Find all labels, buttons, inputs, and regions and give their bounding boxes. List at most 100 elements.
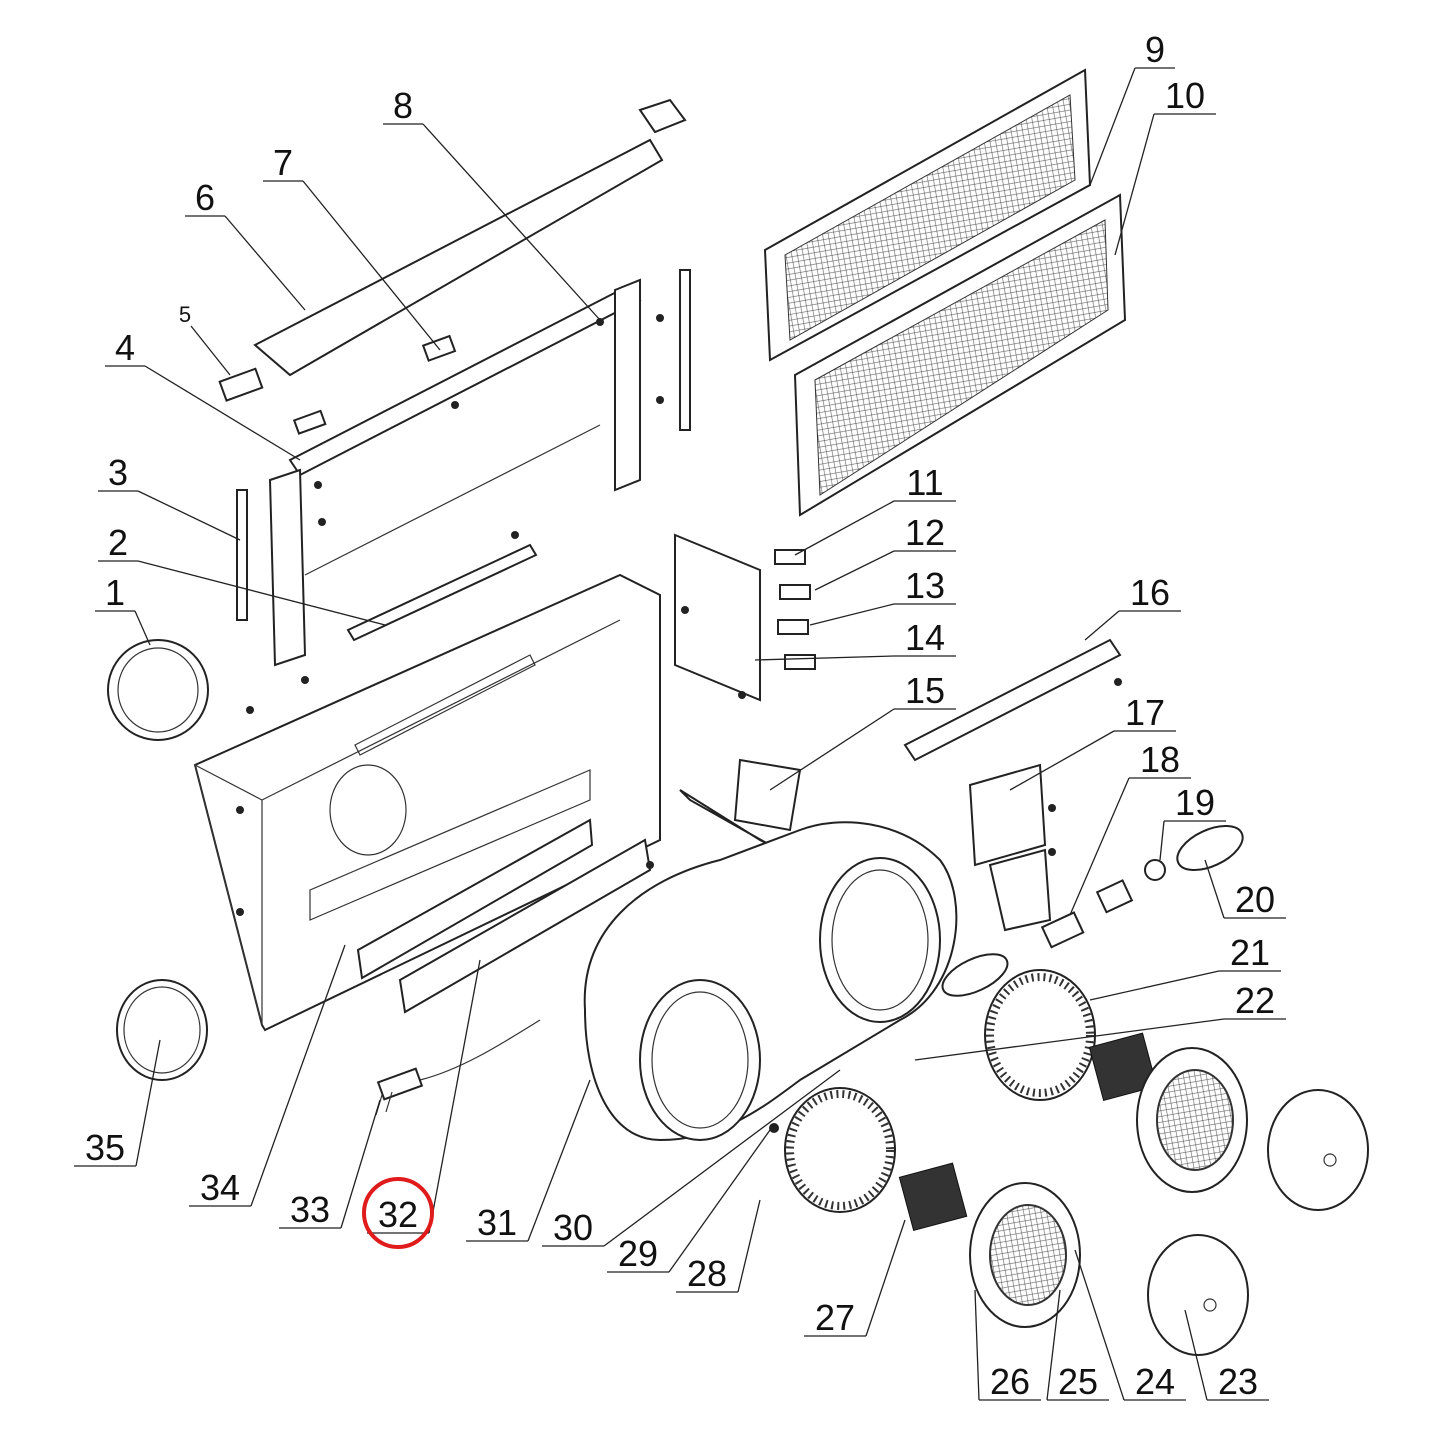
leader-line-20 [1204, 859, 1225, 919]
part-label-30: 30 [553, 1207, 593, 1248]
duct-ring-1 [107, 639, 209, 741]
part-label-16: 16 [1130, 572, 1170, 613]
strip-2-part [346, 543, 538, 642]
housing-box-part [193, 573, 661, 1032]
inlet-ring-26 [969, 1182, 1081, 1328]
part-label-15: 15 [905, 670, 945, 711]
part-label-27: 27 [815, 1297, 855, 1338]
leader-line-7 [302, 180, 441, 351]
leader-line-8 [422, 123, 601, 321]
bracket-18-part [988, 848, 1052, 932]
part-label-2: 2 [108, 522, 128, 563]
leader-line-30 [603, 1069, 841, 1247]
leader-line-29 [668, 1129, 771, 1273]
part-label-12: 12 [905, 512, 945, 553]
fan-wheel-21 [984, 969, 1096, 1101]
part-label-22: 22 [1235, 980, 1275, 1021]
part-label-5: 5 [179, 302, 191, 327]
part-label-21: 21 [1230, 932, 1270, 973]
part-label-28: 28 [687, 1253, 727, 1294]
part-label-10: 10 [1165, 75, 1205, 116]
screw-set [236, 314, 1122, 1133]
motor-22 [1088, 1032, 1158, 1102]
part-label-13: 13 [905, 565, 945, 606]
leader-line-19 [1159, 820, 1165, 861]
leader-line-10 [1114, 113, 1155, 256]
part-label-14: 14 [905, 617, 945, 658]
lamp-holder-16-part [903, 638, 1122, 762]
part-label-4: 4 [115, 327, 135, 368]
part-label-11: 11 [906, 462, 943, 503]
top-rail-part [253, 138, 664, 377]
part-labels: 1234567891011121314151617181920212223242… [85, 29, 1275, 1402]
leader-line-12 [814, 550, 895, 591]
leader-line-6 [224, 215, 306, 311]
leader-line-27 [865, 1219, 906, 1337]
leader-line-25 [1046, 1289, 1061, 1401]
bulb [941, 953, 1009, 997]
leader-line-2 [137, 560, 386, 626]
leader-line-11 [794, 500, 895, 556]
leader-line-21 [1089, 970, 1220, 1001]
part-drawings [107, 68, 1369, 1356]
switches [774, 549, 816, 670]
cover-23 [1147, 1089, 1369, 1356]
leader-line-26 [974, 1289, 980, 1401]
plate-34-part [356, 818, 594, 980]
part-label-26: 26 [990, 1361, 1030, 1402]
leader-line-1 [134, 610, 151, 646]
part-label-9: 9 [1145, 29, 1165, 70]
leader-line-5 [190, 325, 231, 376]
leader-lines [74, 67, 1286, 1401]
cover-15-part [733, 758, 802, 832]
side-bracket-right-part [614, 278, 641, 492]
leader-line-15 [769, 708, 895, 791]
highlight-circle [362, 1177, 434, 1249]
part-label-3: 3 [108, 452, 128, 493]
control-board-part [674, 533, 761, 702]
part-label-31: 31 [477, 1202, 517, 1243]
leader-line-13 [809, 603, 895, 626]
part-label-23: 23 [1218, 1361, 1258, 1402]
bracket-5-part [218, 367, 264, 402]
inlet-ring-24 [1136, 1047, 1248, 1193]
part-label-25: 25 [1058, 1361, 1098, 1402]
washer-19 [1144, 859, 1166, 881]
motor-27 [898, 1162, 968, 1232]
ring-35 [116, 979, 208, 1081]
leader-line-23 [1184, 1309, 1208, 1401]
leader-line-4 [144, 365, 301, 461]
leader-line-31 [527, 1079, 591, 1242]
leader-line-32 [428, 959, 481, 1234]
part-label-34: 34 [200, 1167, 240, 1208]
lamp-socket [1040, 911, 1085, 949]
bracket-part [292, 409, 327, 435]
bulb-20 [1176, 824, 1244, 872]
plate-32-part [398, 838, 652, 1014]
leader-line-16 [1084, 610, 1120, 641]
leader-line-28 [737, 1199, 761, 1293]
leader-line-18 [1069, 777, 1130, 916]
part-label-18: 18 [1140, 739, 1180, 780]
blower-housing-31 [583, 821, 958, 1142]
leader-line-24 [1074, 1249, 1125, 1401]
leader-line-9 [1089, 67, 1136, 186]
part-label-24: 24 [1135, 1361, 1175, 1402]
part-label-29: 29 [618, 1233, 658, 1274]
leader-line-34 [250, 944, 346, 1207]
leader-line-35 [135, 1039, 161, 1167]
bracket-17-part [968, 763, 1047, 867]
leader-line-33 [340, 1099, 381, 1229]
leader-line-14 [754, 655, 895, 661]
part-label-32: 32 [378, 1194, 418, 1235]
part-label-6: 6 [195, 177, 215, 218]
side-strip-part [236, 489, 248, 621]
side-bracket-left-part [268, 468, 307, 667]
leader-line-3 [137, 490, 241, 541]
top-connector-part [638, 98, 687, 134]
side-strip-right-part [679, 269, 691, 431]
part-label-19: 19 [1175, 782, 1215, 823]
part-label-8: 8 [393, 85, 413, 126]
part-label-20: 20 [1235, 879, 1275, 920]
